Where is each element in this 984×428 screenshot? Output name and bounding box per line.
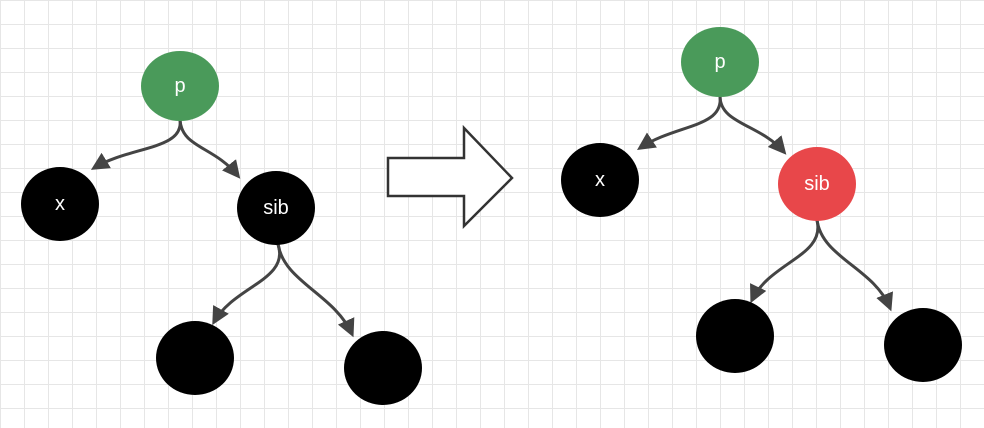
before-tree: p x sib	[21, 51, 422, 405]
node-sib-right-child	[344, 331, 422, 405]
node-p-label: p	[714, 51, 725, 73]
node-sib-label: sib	[263, 197, 289, 219]
node-p-label: p	[174, 75, 185, 97]
node-x-label: x	[595, 169, 605, 191]
edge-p-to-x	[637, 95, 722, 150]
edge-sib-to-left-child	[212, 243, 282, 326]
node-x-label: x	[55, 193, 65, 215]
right-arrow-icon	[386, 124, 514, 230]
node-sib: sib	[237, 171, 315, 245]
node-sib: sib	[778, 147, 856, 221]
edge-sib-to-right-child	[276, 243, 355, 338]
edge-p-to-sib	[718, 95, 787, 155]
edge-p-to-x	[90, 119, 182, 170]
node-sib-right-child	[884, 308, 962, 382]
edge-p-to-sib	[178, 119, 241, 179]
after-tree: p x sib	[561, 27, 962, 382]
node-x: x	[561, 143, 639, 217]
node-sib-left-child	[156, 321, 234, 395]
node-p: p	[681, 27, 759, 97]
edge-sib-to-left-child	[750, 219, 820, 304]
node-sib-label: sib	[804, 173, 830, 195]
edge-sib-to-right-child	[815, 219, 893, 312]
node-p: p	[141, 51, 219, 121]
node-x: x	[21, 167, 99, 241]
node-sib-left-child	[696, 299, 774, 373]
